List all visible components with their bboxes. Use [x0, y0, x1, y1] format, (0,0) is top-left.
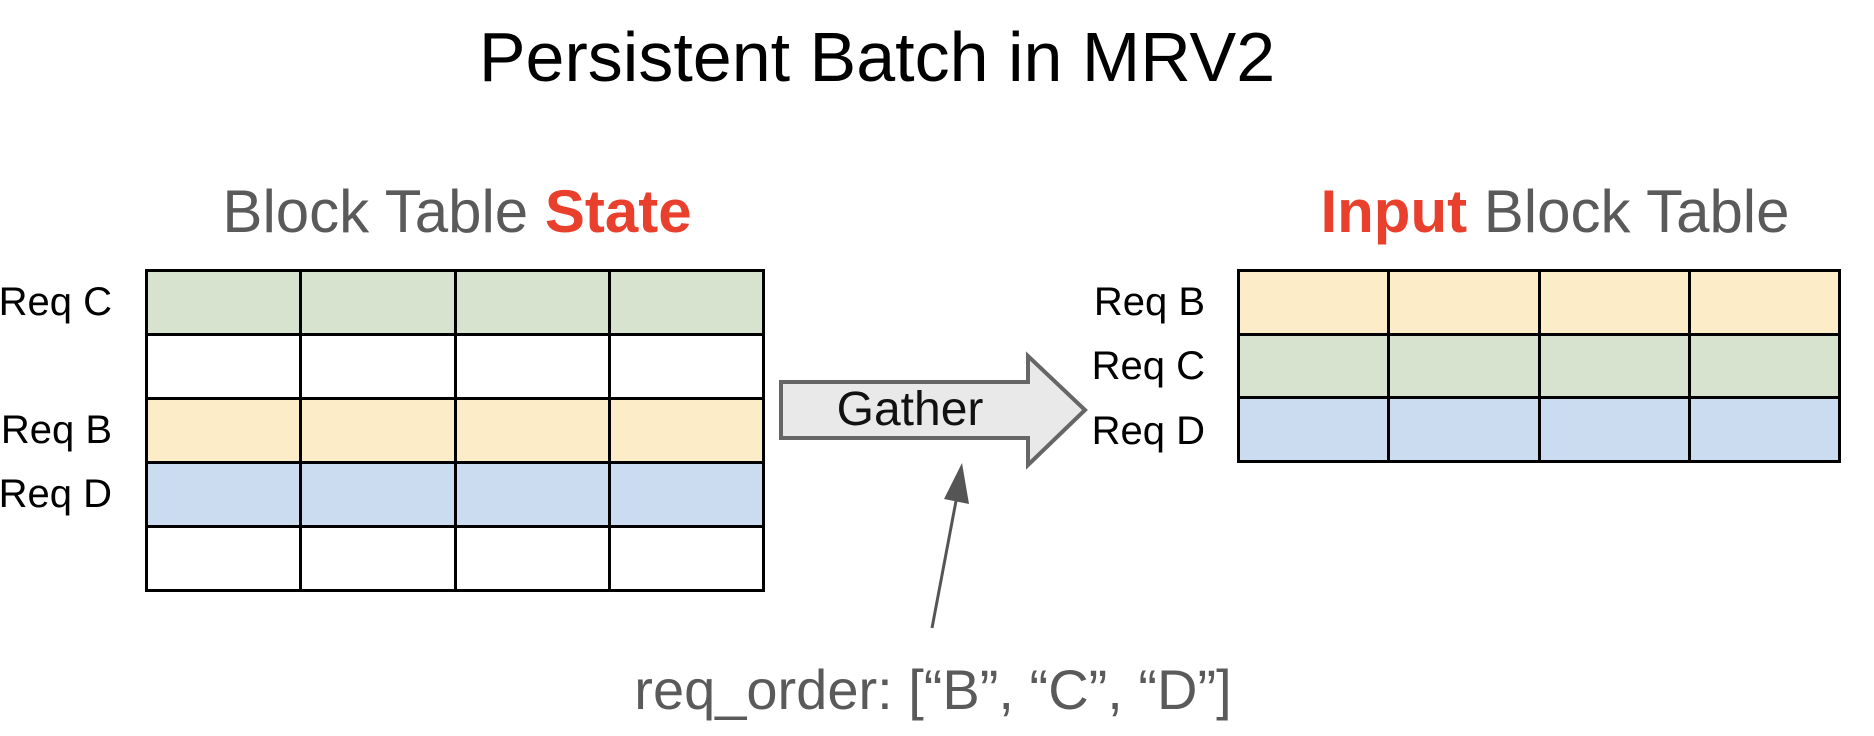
req-order-annotation: req_order: [“B”, “C”, “D”] [634, 658, 1232, 721]
gather-arrow-label: Gather [836, 383, 984, 436]
block-table-row [144, 269, 766, 336]
right-table-heading: Input Block Table [1320, 182, 1789, 242]
input-block-table [1236, 269, 1842, 463]
block-cell [1687, 396, 1842, 463]
block-cell [299, 461, 457, 528]
right-row-label-req-d: Req D [1091, 409, 1205, 453]
block-table-row [1236, 396, 1842, 463]
block-table-row [144, 397, 766, 464]
block-cell [299, 269, 457, 336]
block-cell [144, 269, 303, 336]
block-table-row [1236, 332, 1842, 400]
block-cell [299, 333, 457, 400]
block-cell [299, 525, 457, 592]
block-cell [453, 269, 611, 336]
block-cell [1537, 269, 1691, 336]
block-cell [144, 397, 303, 464]
left-table-heading-prefix: Block Table [222, 178, 545, 245]
block-cell [144, 461, 303, 528]
block-cell [1387, 332, 1541, 400]
block-cell [1236, 269, 1391, 336]
left-table-heading-accent: State [544, 178, 692, 245]
left-row-label-req-c: Req C [0, 280, 112, 324]
left-row-label-req-b: Req B [0, 408, 112, 452]
right-table-heading-accent: Input [1320, 178, 1468, 245]
block-cell [1687, 269, 1842, 336]
block-cell [453, 333, 611, 400]
block-table-row [144, 333, 766, 400]
block-cell [607, 333, 766, 400]
block-cell [1236, 396, 1391, 463]
right-row-label-req-b: Req B [1093, 280, 1205, 324]
block-cell [144, 333, 303, 400]
block-table-row [1236, 269, 1842, 336]
right-row-label-req-c: Req C [1091, 344, 1205, 388]
left-table-heading: Block Table State [222, 182, 691, 242]
block-table-row [144, 461, 766, 528]
block-cell [453, 525, 611, 592]
block-cell [1387, 396, 1541, 463]
pointer-arrow-head [944, 463, 969, 504]
block-cell [299, 397, 457, 464]
block-cell [453, 461, 611, 528]
block-cell [1236, 332, 1391, 400]
slide-title: Persistent Batch in MRV2 [478, 18, 1276, 96]
block-cell [607, 397, 766, 464]
left-row-label-req-d: Req D [0, 472, 112, 516]
block-cell [453, 397, 611, 464]
block-table-state [144, 269, 766, 592]
block-cell [144, 525, 303, 592]
block-cell [1537, 396, 1691, 463]
block-cell [1537, 332, 1691, 400]
block-cell [607, 269, 766, 336]
pointer-arrow-line [930, 500, 958, 629]
block-cell [607, 525, 766, 592]
block-cell [1687, 332, 1842, 400]
block-cell [607, 461, 766, 528]
block-cell [1387, 269, 1541, 336]
right-table-heading-suffix: Block Table [1467, 178, 1790, 245]
block-table-row [144, 525, 766, 592]
